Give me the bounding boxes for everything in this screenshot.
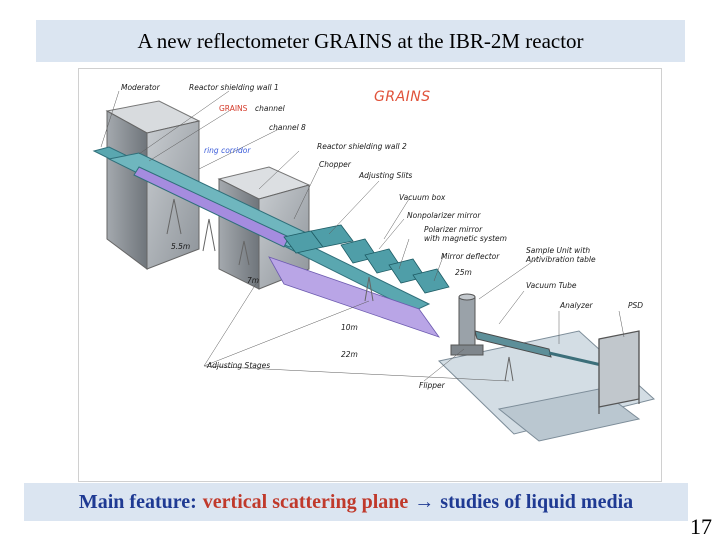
vacuum-boxes bbox=[283, 224, 450, 294]
caption-highlight: vertical scattering plane bbox=[202, 490, 409, 513]
caption-rest: studies of liquid media bbox=[440, 490, 634, 513]
label-distance-7m: 7m bbox=[247, 276, 260, 285]
figure-heading: GRAINS bbox=[374, 89, 431, 105]
label-ring-corridor: ring corridor bbox=[204, 146, 251, 155]
slide-title: A new reflectometer GRAINS at the IBR-2M… bbox=[137, 28, 584, 53]
label-moderator: Moderator bbox=[121, 83, 160, 92]
label-channel-word: channel bbox=[255, 104, 285, 113]
label-nonpolarizer-mirror: Nonpolarizer mirror bbox=[407, 211, 481, 220]
label-flipper: Flipper bbox=[419, 381, 445, 390]
label-chopper: Chopper bbox=[319, 160, 351, 169]
label-shielding-wall-1: Reactor shielding wall 1 bbox=[189, 83, 279, 92]
leader-lines bbox=[100, 90, 625, 382]
title-bar: A new reflectometer GRAINS at the IBR-2M… bbox=[36, 20, 685, 62]
label-distance-22m: 22m bbox=[341, 350, 358, 359]
beam-guide bbox=[92, 146, 431, 312]
label-vacuum-tube: Vacuum Tube bbox=[526, 281, 577, 290]
stands bbox=[166, 198, 514, 382]
reflectometer-drawing bbox=[92, 90, 656, 442]
label-shielding-wall-2: Reactor shielding wall 2 bbox=[317, 142, 407, 151]
caption-arrow: → bbox=[414, 490, 435, 513]
caption-key: Main feature: bbox=[78, 490, 197, 513]
label-sample-unit: Sample Unit with bbox=[526, 246, 591, 255]
label-psd: PSD bbox=[628, 301, 644, 310]
sample-unit bbox=[450, 293, 484, 356]
label-adjusting-slits: Adjusting Slits bbox=[359, 171, 413, 180]
label-adjusting-stages: Adjusting Stages bbox=[207, 361, 271, 370]
support-platform bbox=[268, 256, 441, 338]
label-analyzer: Analyzer bbox=[560, 301, 593, 310]
page-number: 17 bbox=[690, 514, 712, 539]
reflectometer-figure: GRAINS Moderator Reactor shielding wall … bbox=[78, 68, 662, 482]
label-mirror-deflector: Mirror deflector bbox=[441, 252, 500, 261]
label-channel-8: channel 8 bbox=[269, 123, 306, 132]
caption-bar: Main feature: vertical scattering plane … bbox=[24, 483, 688, 521]
label-magnetic-system: with magnetic system bbox=[424, 234, 507, 243]
label-grains-channel: GRAINS bbox=[219, 104, 248, 113]
label-vacuum-box: Vacuum box bbox=[399, 193, 446, 202]
shielding-block-1 bbox=[105, 100, 201, 270]
detector-frame bbox=[598, 330, 640, 414]
label-antivibration-table: Antivibration table bbox=[526, 255, 596, 264]
label-distance-25m: 25m bbox=[455, 268, 472, 277]
label-distance-10m: 10m bbox=[341, 323, 358, 332]
label-distance-5-5m: 5.5m bbox=[171, 242, 191, 251]
label-polarizer-mirror: Polarizer mirror bbox=[424, 225, 483, 234]
